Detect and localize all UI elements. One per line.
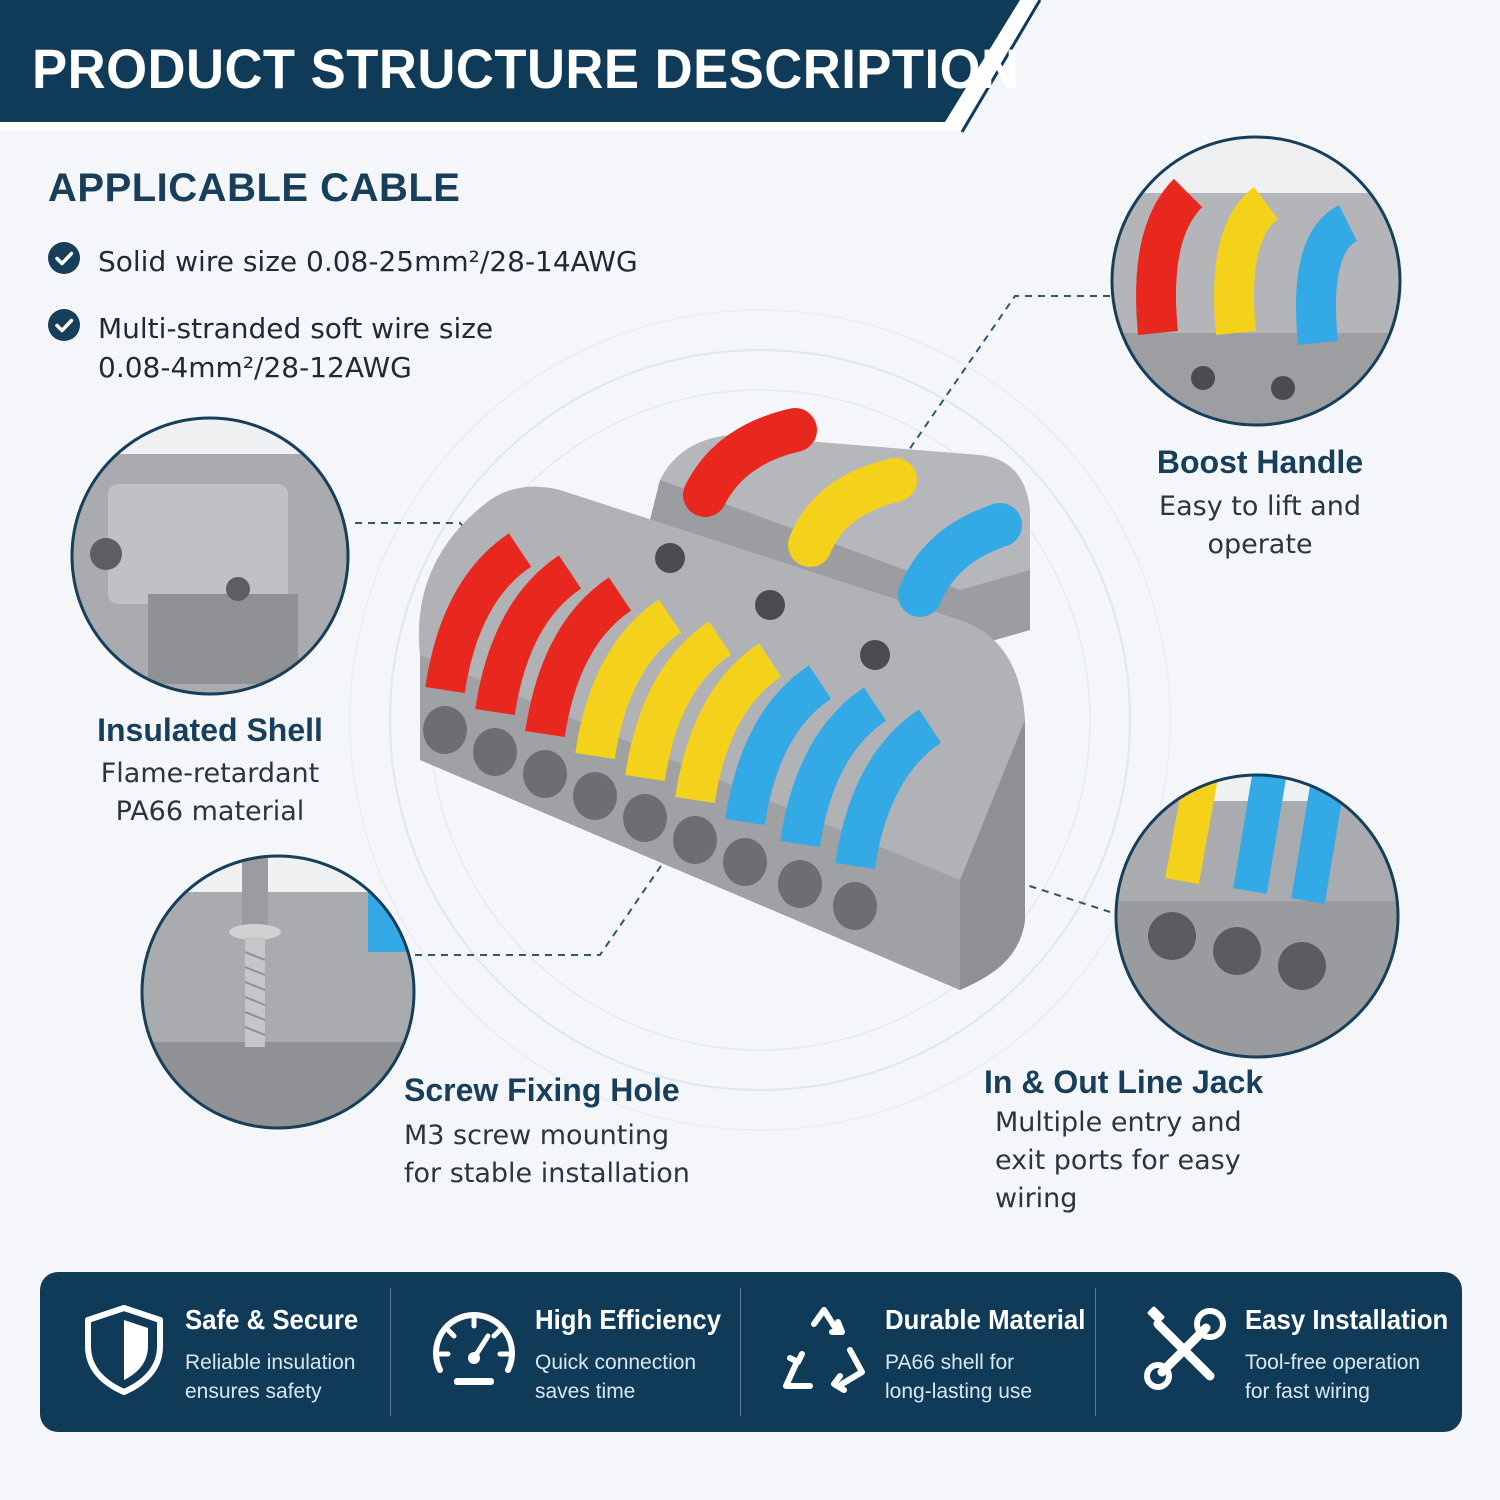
insulated-shell-zoom-image xyxy=(70,416,350,696)
check-circle-icon xyxy=(48,309,80,341)
screw-fixing-hole-zoom-image xyxy=(140,854,416,1130)
feature-high-efficiency: High Efficiency Quick connection saves t… xyxy=(390,1272,740,1432)
feature-title: Easy Installation xyxy=(1245,1304,1449,1335)
feature-desc: PA66 shell for long-lasting use xyxy=(885,1351,1033,1403)
tools-icon xyxy=(1144,1306,1226,1390)
applicable-cable-heading: APPLICABLE CABLE xyxy=(48,166,461,210)
spec-item-stranded-wire: Multi-stranded soft wire size 0.08-4mm²/… xyxy=(48,309,493,387)
screw-fixing-hole-title: Screw Fixing Hole xyxy=(404,1072,680,1108)
feature-title: High Efficiency xyxy=(535,1304,722,1335)
feature-durable-material: Durable Material PA66 shell for long-las… xyxy=(740,1272,1090,1432)
feature-desc: Quick connection saves time xyxy=(535,1351,697,1403)
feature-title: Durable Material xyxy=(885,1304,1086,1335)
spec-text: Solid wire size 0.08-25mm²/28-14AWG xyxy=(98,245,638,278)
header-band xyxy=(0,0,1042,133)
line-jack-title: In & Out Line Jack xyxy=(984,1064,1264,1100)
feature-title: Safe & Secure xyxy=(185,1304,359,1335)
feature-safe-secure: Safe & Secure Reliable insulation ensure… xyxy=(40,1272,390,1432)
spec-item-solid-wire: Solid wire size 0.08-25mm²/28-14AWG xyxy=(48,242,638,281)
shield-icon xyxy=(85,1305,163,1395)
wire-connector-image xyxy=(418,408,1030,990)
check-circle-icon xyxy=(48,242,80,274)
spec-text: Multi-stranded soft wire size 0.08-4mm²/… xyxy=(98,312,494,384)
feature-divider xyxy=(390,1288,391,1416)
boost-handle-zoom-image xyxy=(1110,135,1402,427)
feature-bar: Safe & Secure Reliable insulation ensure… xyxy=(40,1272,1462,1432)
line-jack-zoom-image xyxy=(1114,773,1400,1059)
speedometer-icon xyxy=(433,1312,515,1385)
page-title: PRODUCT STRUCTURE DESCRIPTION xyxy=(32,37,1020,100)
boost-handle-title: Boost Handle xyxy=(1156,444,1364,480)
screw-fixing-hole-desc: M3 screw mounting for stable installatio… xyxy=(404,1120,690,1189)
feature-desc: Reliable insulation ensures safety xyxy=(185,1351,356,1403)
line-jack-desc: Multiple entry and exit ports for easy w… xyxy=(995,1107,1242,1214)
insulated-shell-title: Insulated Shell xyxy=(97,712,323,748)
feature-divider xyxy=(1095,1288,1096,1416)
feature-desc: Tool-free operation for fast wiring xyxy=(1245,1351,1421,1403)
feature-easy-installation: Easy Installation Tool-free operation fo… xyxy=(1100,1272,1450,1432)
feature-divider xyxy=(740,1288,741,1416)
recycle-icon xyxy=(783,1307,865,1393)
boost-handle-desc: Easy to lift and operate xyxy=(1159,491,1361,560)
insulated-shell-desc: Flame-retardant PA66 material xyxy=(100,758,320,827)
